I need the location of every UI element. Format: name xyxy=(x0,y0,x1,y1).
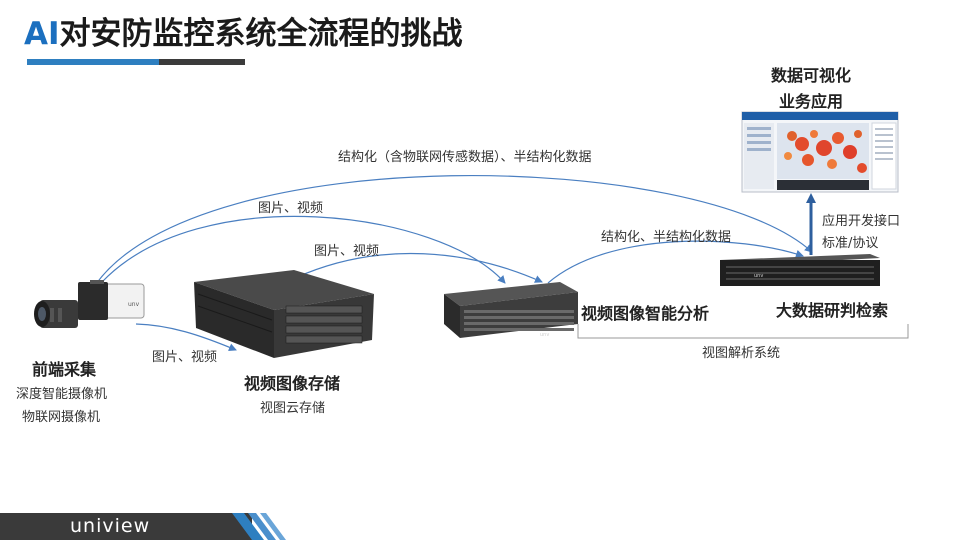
viz-title-line1: 数据可视化 xyxy=(771,66,852,85)
system-label: 视图解析系统 xyxy=(702,346,781,361)
arrow-label-analysis-bigdata: 结构化、半结构化数据 xyxy=(601,230,732,245)
api-label-line1: 应用开发接口 xyxy=(822,214,901,229)
camera-title: 前端采集 xyxy=(32,360,97,379)
footer-bar xyxy=(0,513,252,540)
api-label-line2: 标准/协议 xyxy=(822,236,879,251)
arrow-label-storage-analysis: 图片、视频 xyxy=(314,244,380,259)
arrow-label-camera-analysis: 图片、视频 xyxy=(258,201,324,216)
arrow-camera-to-storage xyxy=(135,323,237,352)
bigdata-server-image: unv xyxy=(720,254,880,286)
svg-text:unv: unv xyxy=(754,273,763,279)
footer-logo: uniview xyxy=(70,515,151,537)
arrow-storage-to-analysis xyxy=(294,252,543,283)
arrow-analysis-to-bigdata xyxy=(547,240,804,284)
arrow-camera-to-analysis xyxy=(101,215,506,284)
title-underline-blue xyxy=(27,59,159,65)
system-bracket xyxy=(577,324,909,339)
page-title: AI对安防监控系统全流程的挑战 xyxy=(24,8,463,53)
analysis-title: 视频图像智能分析 xyxy=(581,304,710,323)
camera-sub1: 深度智能摄像机 xyxy=(16,387,108,402)
title-underline-dark xyxy=(159,59,245,65)
svg-text:unv: unv xyxy=(128,301,140,308)
storage-image xyxy=(194,270,374,358)
bigdata-title: 大数据研判检索 xyxy=(776,301,889,320)
arrow-label-top: 结构化（含物联网传感数据）、半结构化数据 xyxy=(338,150,592,165)
storage-title: 视频图像存储 xyxy=(244,374,341,393)
storage-sub: 视图云存储 xyxy=(260,401,326,416)
camera-sub2: 物联网摄像机 xyxy=(22,410,101,425)
arrow-label-camera-storage: 图片、视频 xyxy=(152,350,218,365)
title-ai: AI xyxy=(24,16,60,52)
arrow-camera-to-bigdata xyxy=(95,174,813,285)
svg-text:unv: unv xyxy=(540,332,549,338)
analysis-server-image: unv xyxy=(444,282,578,338)
camera-image: unv xyxy=(34,280,145,328)
viz-screenshot xyxy=(741,111,899,193)
footer-stripes xyxy=(232,513,286,540)
viz-title-line2: 业务应用 xyxy=(779,92,844,111)
title-rest: 对安防监控系统全流程的挑战 xyxy=(59,16,463,52)
